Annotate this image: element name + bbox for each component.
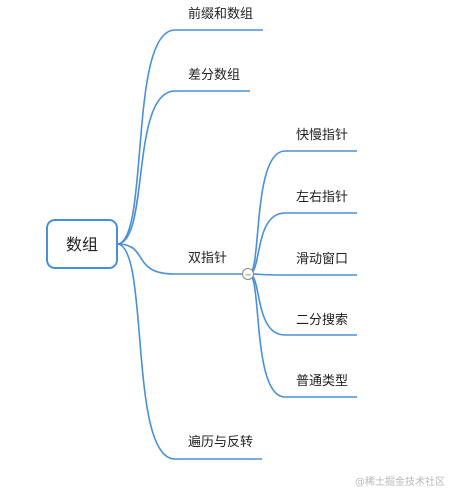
- root-node-label: 数组: [66, 235, 98, 254]
- connector-root-to-two-pointers: [116, 243, 244, 275]
- sub-label-binary-search[interactable]: 二分搜索: [296, 313, 348, 328]
- collapse-minus-icon: −: [245, 271, 252, 280]
- connector-root-to-prefix-sum: [116, 29, 263, 245]
- branch-label-traverse-reverse[interactable]: 遍历与反转: [188, 434, 253, 450]
- sub-label-normal-type[interactable]: 普通类型: [296, 374, 348, 389]
- root-connectors: [116, 29, 263, 460]
- collapse-toggle-circle: [242, 268, 254, 280]
- sub-label-sliding-window[interactable]: 滑动窗口: [296, 251, 348, 267]
- connector-to-normal-type: [248, 273, 357, 398]
- sub-label-fast-slow[interactable]: 快慢指针: [296, 127, 348, 143]
- collapse-toggle-two-pointers[interactable]: −: [242, 268, 254, 280]
- sub-label-left-right[interactable]: 左右指针: [296, 190, 348, 205]
- connector-to-sliding-window: [248, 273, 357, 276]
- branch-label-two-pointers[interactable]: 双指针: [188, 251, 227, 266]
- branch-label-difference[interactable]: 差分数组: [188, 68, 240, 83]
- branch-label-prefix-sum[interactable]: 前缀和数组: [188, 6, 253, 22]
- two-pointers-connectors: [248, 150, 357, 398]
- root-node[interactable]: 数组: [46, 219, 118, 269]
- connector-to-fast-slow: [248, 150, 357, 275]
- connector-root-to-traverse: [116, 243, 262, 460]
- connector-root-to-difference: [116, 90, 250, 245]
- watermark: @稀土掘金技术社区: [355, 477, 445, 488]
